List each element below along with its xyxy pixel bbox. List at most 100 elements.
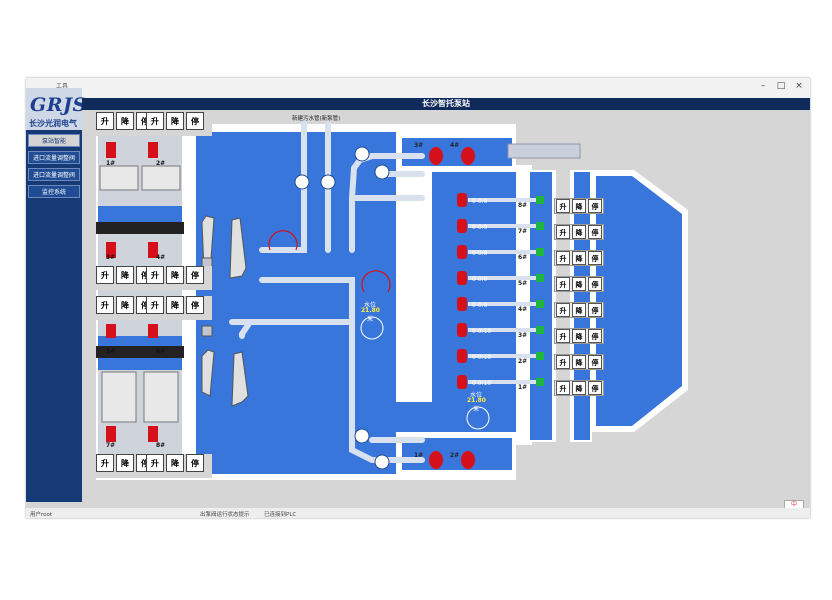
logo-subtitle: 长沙光润电气 [29, 119, 77, 128]
gate-label-4: 4# [156, 254, 166, 261]
wet-pump-value-3: 0 0:10 [472, 328, 492, 335]
down-button[interactable]: 降 [572, 251, 586, 265]
up-button[interactable]: 升 [556, 303, 570, 317]
gate-label-5: 5# [106, 348, 116, 355]
level1-title: 水位 [364, 302, 377, 309]
stop-button[interactable]: 停 [588, 303, 602, 317]
stop-button[interactable]: 停 [186, 112, 204, 130]
title-bar: 工具 – □ × [26, 78, 810, 98]
level1-value: 21.80 [361, 307, 380, 314]
gate-control-3: 升降停 [96, 266, 162, 290]
down-button[interactable]: 降 [166, 296, 184, 314]
up-button[interactable]: 升 [556, 381, 570, 395]
up-button[interactable]: 升 [556, 355, 570, 369]
company-logo: GRJS 长沙光润电气 [26, 88, 86, 130]
down-button[interactable]: 降 [116, 454, 134, 472]
app-window: 工具 – □ × GRJS 长沙光润电气 长沙智托泵站 泵站智能 进口流量调整阀… [26, 78, 810, 518]
status-connection: 已连接到PLC [264, 512, 297, 518]
down-button[interactable]: 降 [116, 112, 134, 130]
stop-button[interactable]: 停 [588, 199, 602, 213]
up-button[interactable]: 升 [96, 112, 114, 130]
outlet-control-2: 升降停 [554, 354, 604, 370]
gate-control-4: 升降停 [146, 266, 212, 290]
level-indicator-1 [360, 316, 384, 340]
level2-title: 水位 [470, 392, 483, 399]
valves [294, 146, 390, 470]
status-message: 出泵阀运行状态提示 [200, 512, 250, 518]
up-button[interactable]: 升 [96, 454, 114, 472]
gate-control-2: 升降停 [146, 112, 212, 136]
up-button[interactable]: 升 [96, 266, 114, 284]
down-button[interactable]: 降 [572, 381, 586, 395]
outlet-control-3: 升降停 [554, 328, 604, 344]
stop-button[interactable]: 停 [588, 381, 602, 395]
stop-button[interactable]: 停 [588, 355, 602, 369]
close-button[interactable]: × [795, 81, 803, 91]
down-button[interactable]: 降 [572, 225, 586, 239]
gate-label-1: 1# [106, 160, 116, 167]
up-button[interactable]: 升 [556, 251, 570, 265]
left-equipment [96, 142, 184, 442]
down-button[interactable]: 降 [572, 277, 586, 291]
pump-label-4: 4# [450, 142, 460, 149]
page-title: 长沙智托泵站 [82, 98, 810, 110]
flow-indicator-1 [268, 230, 298, 251]
stop-button[interactable]: 停 [588, 225, 602, 239]
wet-pump-value-6: 0 0:0 [472, 250, 488, 257]
down-button[interactable]: 降 [116, 266, 134, 284]
up-button[interactable]: 升 [556, 199, 570, 213]
down-button[interactable]: 降 [166, 112, 184, 130]
down-button[interactable]: 降 [572, 303, 586, 317]
outlet-control-6: 升降停 [554, 250, 604, 266]
gate-label-3: 3# [106, 254, 116, 261]
wet-pump-label-1: 1# [518, 384, 528, 391]
up-button[interactable]: 升 [96, 296, 114, 314]
stop-button[interactable]: 停 [588, 329, 602, 343]
minimize-button[interactable]: – [760, 81, 766, 91]
down-button[interactable]: 降 [572, 199, 586, 213]
wet-well-pumps [457, 193, 467, 389]
wet-pump-value-8: 0 0:0 [472, 198, 488, 205]
outlet-control-4: 升降停 [554, 302, 604, 318]
up-button[interactable]: 升 [146, 266, 164, 284]
outlet-header-pipe [507, 143, 581, 159]
wet-pump-value-7: 0 0:0 [472, 224, 488, 231]
sidebar-item-monitor[interactable]: 监控系统 [28, 185, 80, 198]
wet-well [432, 172, 516, 418]
stop-button[interactable]: 停 [186, 296, 204, 314]
status-bar: 用户root 出泵阀运行状态提示 已连接到PLC [26, 508, 810, 518]
up-button[interactable]: 升 [146, 296, 164, 314]
up-button[interactable]: 升 [556, 329, 570, 343]
outlet-control-7: 升降停 [554, 224, 604, 240]
gate-label-7: 7# [106, 442, 116, 449]
down-button[interactable]: 降 [572, 329, 586, 343]
gate-control-8: 升降停 [146, 454, 212, 478]
maximize-button[interactable]: □ [776, 81, 786, 91]
down-button[interactable]: 降 [166, 266, 184, 284]
up-button[interactable]: 升 [146, 112, 164, 130]
stop-button[interactable]: 停 [186, 454, 204, 472]
sidebar-item-pumping[interactable]: 泵站智能 [28, 134, 80, 147]
wet-pump-value-5: 0 0:0 [472, 276, 488, 283]
outlet-control-1: 升降停 [554, 380, 604, 396]
down-button[interactable]: 降 [116, 296, 134, 314]
wet-pump-label-7: 7# [518, 228, 528, 235]
stop-button[interactable]: 停 [588, 251, 602, 265]
down-button[interactable]: 降 [572, 355, 586, 369]
up-button[interactable]: 升 [556, 225, 570, 239]
up-button[interactable]: 升 [556, 277, 570, 291]
app-label: 工具 [56, 83, 69, 90]
gate-label-2: 2# [156, 160, 166, 167]
outlet-basin [596, 176, 682, 426]
status-user: 用户root [30, 512, 53, 518]
sidebar-item-inlet-valve-2[interactable]: 进口流量调整阀 [28, 168, 80, 181]
wet-pump-label-3: 3# [518, 332, 528, 339]
stop-button[interactable]: 停 [186, 266, 204, 284]
logo-text: GRJS [30, 94, 87, 116]
sidebar-item-inlet-valve-1[interactable]: 进口流量调整阀 [28, 151, 80, 164]
wet-pump-label-4: 4# [518, 306, 528, 313]
wet-pump-label-8: 8# [518, 202, 528, 209]
down-button[interactable]: 降 [166, 454, 184, 472]
up-button[interactable]: 升 [146, 454, 164, 472]
stop-button[interactable]: 停 [588, 277, 602, 291]
